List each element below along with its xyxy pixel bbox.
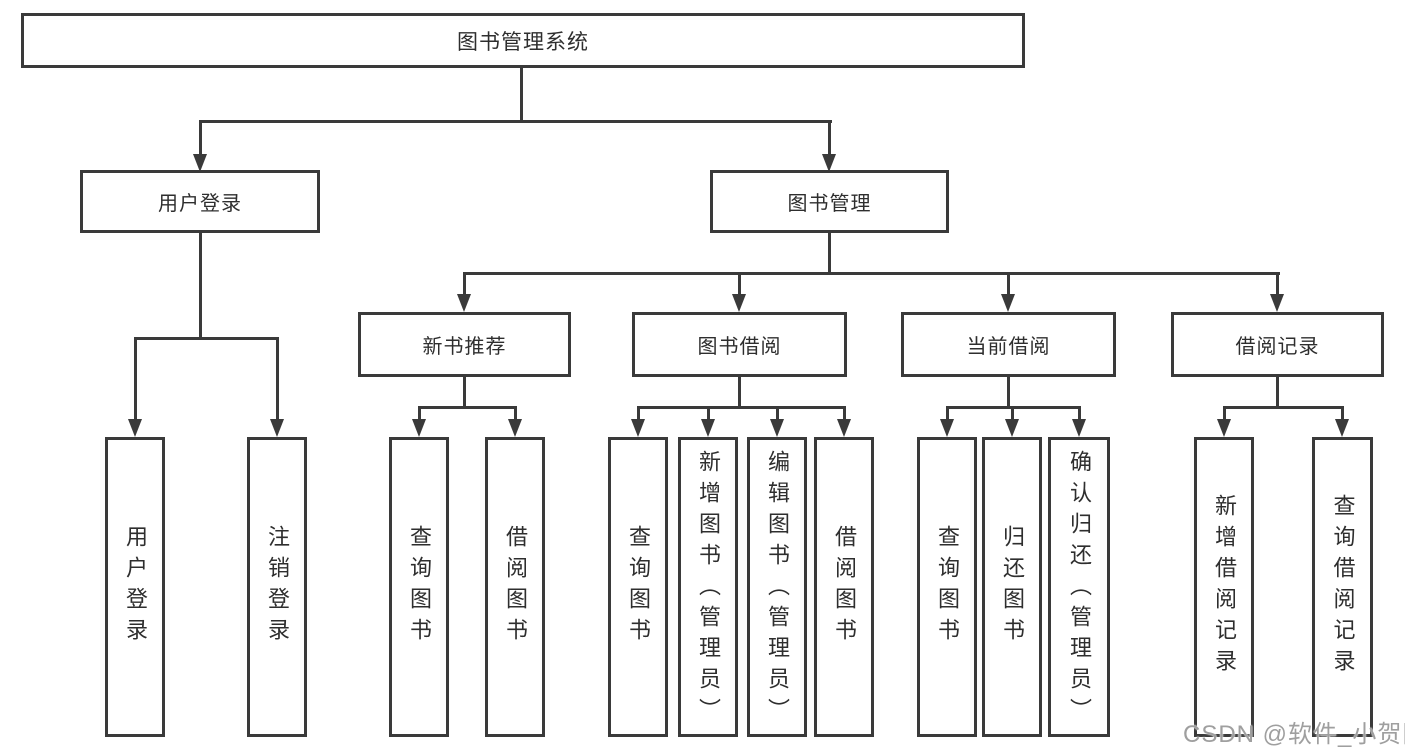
node-label: 查询借阅记录 [1330,494,1356,680]
node-leaf-query-books-recommend: 查询图书 [389,437,449,737]
connector-line [828,233,831,272]
node-label: 图书借阅 [697,336,782,358]
connector-line [1276,377,1279,406]
node-leaf-add-borrow-record: 新增借阅记录 [1194,437,1254,737]
arrow-down-icon [193,154,207,172]
node-leaf-confirm-return-admin: 确认归还（管理员） [1048,437,1110,737]
connector-line [199,233,202,337]
arrow-down-icon [1270,294,1284,312]
connector-arrow-stem [1078,406,1081,419]
connector-line [946,406,1081,409]
arrow-down-icon [732,294,746,312]
connector-line [520,68,523,120]
node-leaf-query-books-current: 查询图书 [917,437,977,737]
arrow-down-icon [270,419,284,437]
connector-arrow-stem [637,406,640,419]
node-label: 确认归还（管理员） [1067,450,1092,729]
connector-line [463,272,1280,275]
connector-arrow-stem [1276,272,1279,294]
node-label: 图书管理系统 [457,30,589,54]
connector-arrow-stem [276,337,279,419]
connector-line [463,377,466,406]
connector-arrow-stem [707,406,710,419]
arrow-down-icon [412,419,426,437]
node-label: 查询图书 [935,525,960,649]
connector-line [199,120,832,123]
node-user-login-module: 用户登录 [80,170,320,233]
arrow-down-icon [770,419,784,437]
node-label: 查询图书 [626,525,651,649]
connector-arrow-stem [776,406,779,419]
node-label: 新增图书（管理员） [696,450,721,729]
node-label: 注销登录 [265,525,290,649]
node-leaf-query-borrow-record: 查询借阅记录 [1312,437,1373,737]
connector-arrow-stem [1011,406,1014,419]
node-label: 用户登录 [158,193,242,215]
connector-line [418,406,517,409]
node-label: 借阅图书 [832,525,857,649]
arrow-down-icon [1005,419,1019,437]
connector-arrow-stem [828,120,831,154]
node-leaf-borrow-books-borrowing: 借阅图书 [814,437,874,737]
node-leaf-borrow-books-recommend: 借阅图书 [485,437,545,737]
connector-line [1007,377,1010,406]
arrow-down-icon [631,419,645,437]
node-root-system: 图书管理系统 [21,13,1025,68]
connector-line [637,406,846,409]
connector-arrow-stem [418,406,421,419]
arrow-down-icon [1217,419,1231,437]
arrow-down-icon [1072,419,1086,437]
connector-line [134,337,279,340]
node-book-management-module: 图书管理 [710,170,949,233]
node-label: 编辑图书（管理员） [765,450,790,729]
node-borrowing-records: 借阅记录 [1171,312,1384,377]
connector-arrow-stem [199,120,202,154]
node-label: 新书推荐 [422,336,507,358]
node-label: 借阅图书 [503,525,528,649]
node-leaf-logout: 注销登录 [247,437,307,737]
connector-arrow-stem [1223,406,1226,419]
arrow-down-icon [508,419,522,437]
node-label: 当前借阅 [966,336,1051,358]
node-leaf-add-book-admin: 新增图书（管理员） [678,437,738,737]
node-label: 图书管理 [787,193,872,215]
node-label: 归还图书 [1000,525,1025,649]
arrow-down-icon [1335,419,1349,437]
node-leaf-edit-book-admin: 编辑图书（管理员） [747,437,807,737]
arrow-down-icon [457,294,471,312]
arrow-down-icon [1001,294,1015,312]
arrow-down-icon [128,419,142,437]
connector-arrow-stem [1341,406,1344,419]
connector-arrow-stem [1007,272,1010,294]
csdn-watermark: CSDN @软件_小贺同学 [1183,721,1405,747]
connector-arrow-stem [843,406,846,419]
node-label: 用户登录 [123,525,148,649]
connector-line [738,377,741,406]
connector-arrow-stem [463,272,466,294]
node-label: 借阅记录 [1235,336,1320,358]
node-new-book-recommend: 新书推荐 [358,312,571,377]
node-label: 新增借阅记录 [1212,494,1237,680]
node-leaf-user-login: 用户登录 [105,437,165,737]
node-leaf-return-book: 归还图书 [982,437,1042,737]
arrow-down-icon [837,419,851,437]
arrow-down-icon [822,154,836,172]
connector-arrow-stem [738,272,741,294]
node-leaf-query-books-borrowing: 查询图书 [608,437,668,737]
connector-arrow-stem [134,337,137,419]
node-book-borrowing: 图书借阅 [632,312,847,377]
arrow-down-icon [701,419,715,437]
connector-line [1223,406,1344,409]
node-label: 查询图书 [407,525,432,649]
connector-arrow-stem [946,406,949,419]
arrow-down-icon [940,419,954,437]
connector-arrow-stem [514,406,517,419]
node-current-borrowing: 当前借阅 [901,312,1116,377]
